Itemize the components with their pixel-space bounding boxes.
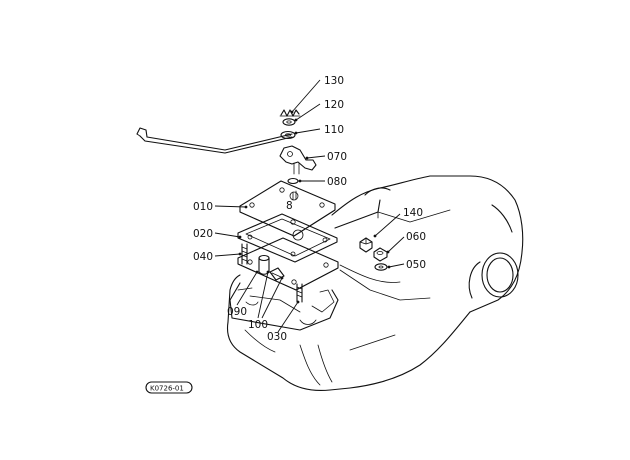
callout-080: 080 [327, 176, 347, 188]
callout-100: 100 [248, 319, 268, 331]
callout-labels: 130 120 110 070 080 010 140 020 060 040 … [193, 75, 426, 343]
callout-030: 030 [267, 331, 287, 343]
callout-060: 060 [406, 231, 426, 243]
stud-bolt-left [241, 243, 248, 265]
callout-140: 140 [403, 207, 423, 219]
drawing-code-badge: K0726-01 [145, 381, 193, 394]
o-ring [287, 177, 299, 185]
base-plate [237, 237, 339, 291]
lock-washer [374, 263, 388, 271]
callout-040: 040 [193, 251, 213, 263]
callout-110: 110 [324, 124, 344, 136]
stud-bolt-center [296, 283, 303, 303]
collar [280, 130, 296, 140]
cover-plate: 8 [239, 180, 336, 237]
hex-nut [373, 247, 388, 262]
hex-bolt [359, 237, 373, 253]
callout-070: 070 [327, 151, 347, 163]
collar-pin [269, 267, 285, 281]
plate-mark-text: 8 [286, 200, 293, 212]
washer [282, 118, 296, 126]
callout-020: 020 [193, 228, 213, 240]
callout-120: 120 [324, 99, 344, 111]
callout-130: 130 [324, 75, 344, 87]
spring-pin [279, 109, 301, 117]
drawing-code-text: K0726-01 [150, 385, 184, 393]
lever [279, 145, 317, 175]
leader-lines [214, 79, 405, 333]
callout-050: 050 [406, 259, 426, 271]
callout-010: 010 [193, 201, 213, 213]
gasket [237, 213, 338, 263]
link-rod [136, 127, 293, 154]
callout-090: 090 [227, 306, 247, 318]
housing-body [226, 175, 524, 392]
